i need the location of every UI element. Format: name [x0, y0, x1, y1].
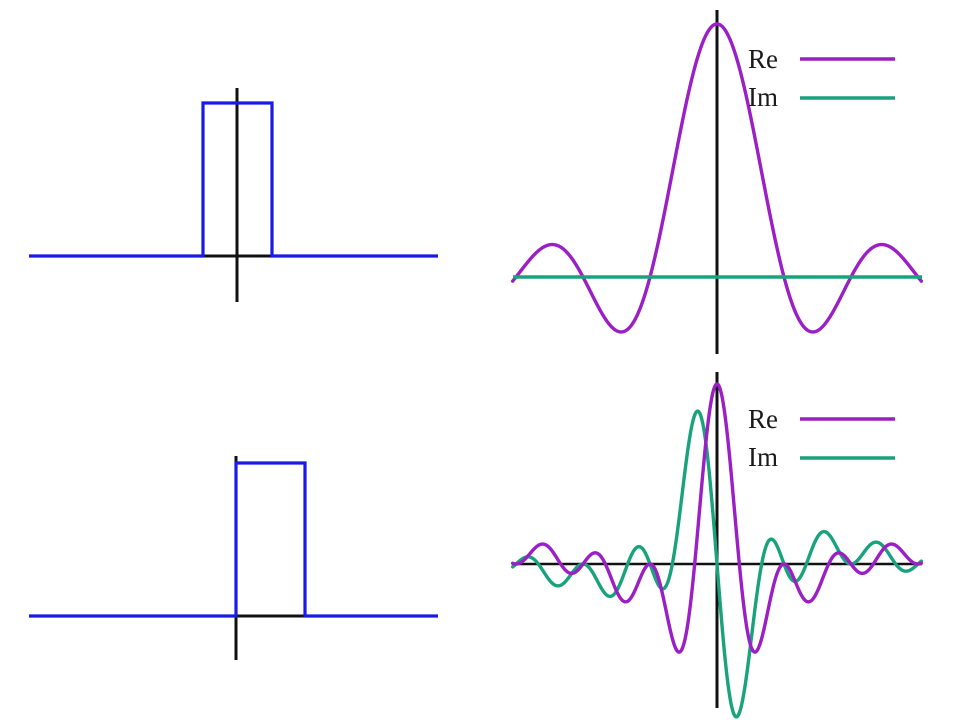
top-left-rect-pulse-curve: [29, 101, 438, 258]
top-left-axes: [203, 88, 272, 302]
bottom-left-rect-pulse-curve: [29, 461, 438, 618]
bottom-right-legend: Re Im: [748, 404, 895, 472]
top-right-re-curve: [510, 22, 924, 334]
bottom-left-pulse-svg: [29, 456, 438, 660]
legend-im-label: Im: [748, 82, 778, 112]
legend-re-label: Re: [748, 44, 778, 74]
top-right-sinc-svg: Re Im: [510, 10, 924, 354]
legend-im-label: Im: [748, 442, 778, 472]
bottom-right-sinc-svg: Re Im: [510, 372, 924, 719]
panel-top-right-sinc: Re Im: [480, 0, 960, 360]
panel-top-left-pulse: [0, 0, 480, 360]
panel-bottom-left-pulse: [0, 360, 480, 720]
bottom-right-re-curve: [510, 382, 924, 654]
top-right-legend: Re Im: [748, 44, 895, 112]
panel-bottom-right-sinc: Re Im: [480, 360, 960, 720]
top-left-pulse-svg: [29, 88, 438, 302]
bottom-left-axes: [234, 456, 305, 660]
legend-re-label: Re: [748, 404, 778, 434]
